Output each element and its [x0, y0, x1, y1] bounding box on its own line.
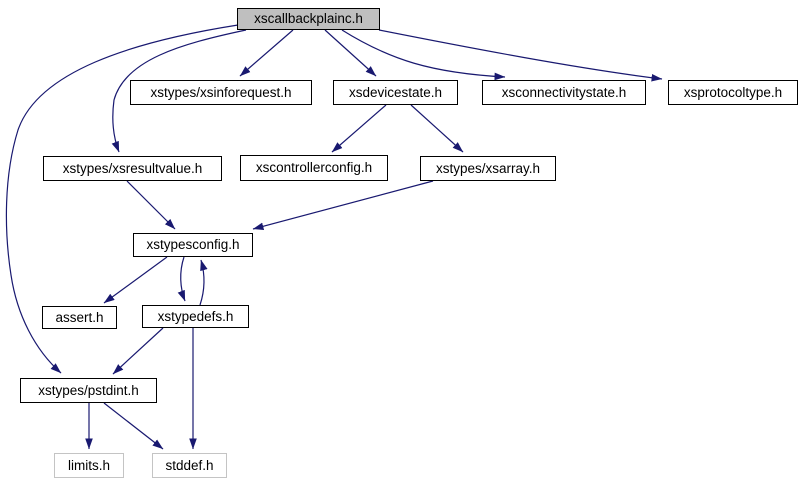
node-xstypesconfig[interactable]: xstypesconfig.h	[133, 233, 253, 257]
edge-xsdevicestate-to-xscontrollerconfig	[331, 104, 387, 153]
edge-xscallbackplainc-to-xsinforequest	[239, 29, 294, 77]
node-xsdevicestate[interactable]: xsdevicestate.h	[333, 80, 458, 105]
edge-xsdevicestate-to-xsarray	[410, 104, 464, 153]
node-xsinforequest[interactable]: xstypes/xsinforequest.h	[130, 80, 312, 105]
edge-xscallbackplainc-to-xsdevicestate	[324, 29, 377, 77]
edge-xscallbackplainc-to-xsprotocoltype	[378, 29, 663, 82]
node-xstypedefs[interactable]: xstypedefs.h	[142, 305, 249, 328]
edge-xstypesconfig-to-xstypedefs	[177, 256, 186, 302]
node-xsprotocoltype[interactable]: xsprotocoltype.h	[668, 80, 798, 105]
node-limits: limits.h	[54, 453, 124, 478]
node-xsconnectivitystate[interactable]: xsconnectivitystate.h	[482, 80, 646, 105]
node-stddef: stddef.h	[152, 453, 227, 478]
edge-xstypesconfig-to-assert	[103, 256, 168, 304]
node-pstdint[interactable]: xstypes/pstdint.h	[20, 378, 157, 403]
edge-xstypedefs-to-xstypesconfig	[199, 259, 208, 306]
edge-pstdint-to-stddef	[103, 402, 164, 450]
edge-xsarray-to-xstypesconfig	[252, 180, 434, 230]
edge-xsresultvalue-to-xstypesconfig	[126, 180, 176, 230]
node-xscallbackplainc: xscallbackplainc.h	[237, 8, 380, 30]
node-xsresultvalue[interactable]: xstypes/xsresultvalue.h	[43, 156, 222, 181]
dependency-edges	[5, 24, 663, 450]
edge-xstypedefs-to-pstdint	[112, 327, 164, 375]
node-xsarray[interactable]: xstypes/xsarray.h	[420, 156, 556, 181]
node-xscontrollerconfig[interactable]: xscontrollerconfig.h	[240, 155, 388, 181]
node-assert[interactable]: assert.h	[42, 306, 117, 329]
edge-xscallbackplainc-to-xsconnectivitystate	[341, 29, 506, 81]
edge-xscallbackplainc-to-xsresultvalue	[111, 29, 247, 153]
edge-xscallbackplainc-to-pstdint	[5, 24, 239, 374]
